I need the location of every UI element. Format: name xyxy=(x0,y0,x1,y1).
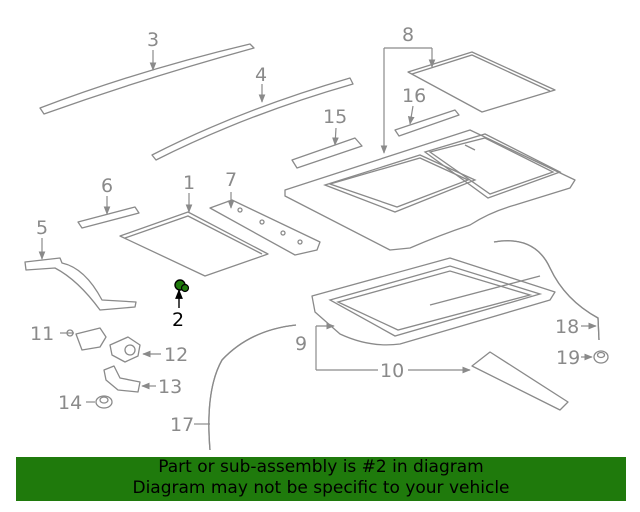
callout-3: 3 xyxy=(147,29,159,51)
info-banner: Part or sub-assembly is #2 in diagram Di… xyxy=(16,457,626,501)
callout-2: 2 xyxy=(172,309,184,331)
callout-14: 14 xyxy=(58,392,82,414)
callout-5: 5 xyxy=(36,217,48,239)
callout-16: 16 xyxy=(402,85,426,107)
part-19-grommet xyxy=(593,350,609,364)
callout-19: 19 xyxy=(556,347,580,369)
part-6-trim xyxy=(77,196,140,229)
banner-line-1: Part or sub-assembly is #2 in diagram xyxy=(158,457,484,477)
callout-6: 6 xyxy=(101,175,113,197)
callout-11: 11 xyxy=(30,323,54,345)
banner-line-2: Diagram may not be specific to your vehi… xyxy=(132,478,510,498)
callout-4: 4 xyxy=(255,64,267,86)
part-9-housing-frame xyxy=(311,257,556,370)
part-10-sunshade xyxy=(316,351,569,411)
callout-13: 13 xyxy=(158,376,182,398)
callout-15: 15 xyxy=(323,106,347,128)
callout-18: 18 xyxy=(555,316,579,338)
part-12-motor xyxy=(109,336,161,363)
callout-1: 1 xyxy=(183,172,195,194)
parts-diagram: 3 4 8 16 15 6 1 7 5 2 11 12 13 14 9 10 1… xyxy=(24,24,609,451)
part-14-grommet xyxy=(86,395,113,409)
callout-8: 8 xyxy=(402,24,414,46)
callout-7: 7 xyxy=(225,169,237,191)
part-18-drain-hose xyxy=(493,240,600,341)
part-11-sensor xyxy=(60,327,107,351)
part-13-bracket xyxy=(103,365,156,393)
part-1-roof-panel xyxy=(119,193,269,277)
part-2-clip xyxy=(174,279,190,308)
part-3-roof-molding xyxy=(39,43,255,115)
part-7-bracket-rail xyxy=(209,192,321,256)
callout-17: 17 xyxy=(170,414,194,436)
part-5-side-rail xyxy=(24,238,137,311)
roof-frame-assembly xyxy=(284,129,576,251)
callout-12: 12 xyxy=(164,344,188,366)
part-15-deflector-strip xyxy=(291,127,363,169)
part-8-glass-panel xyxy=(380,47,556,154)
callout-10: 10 xyxy=(380,360,404,382)
part-17-drain-hose xyxy=(194,324,297,451)
callout-9: 9 xyxy=(295,333,307,355)
part-4-roof-molding xyxy=(151,77,354,161)
part-16-seal-strip xyxy=(394,105,460,137)
